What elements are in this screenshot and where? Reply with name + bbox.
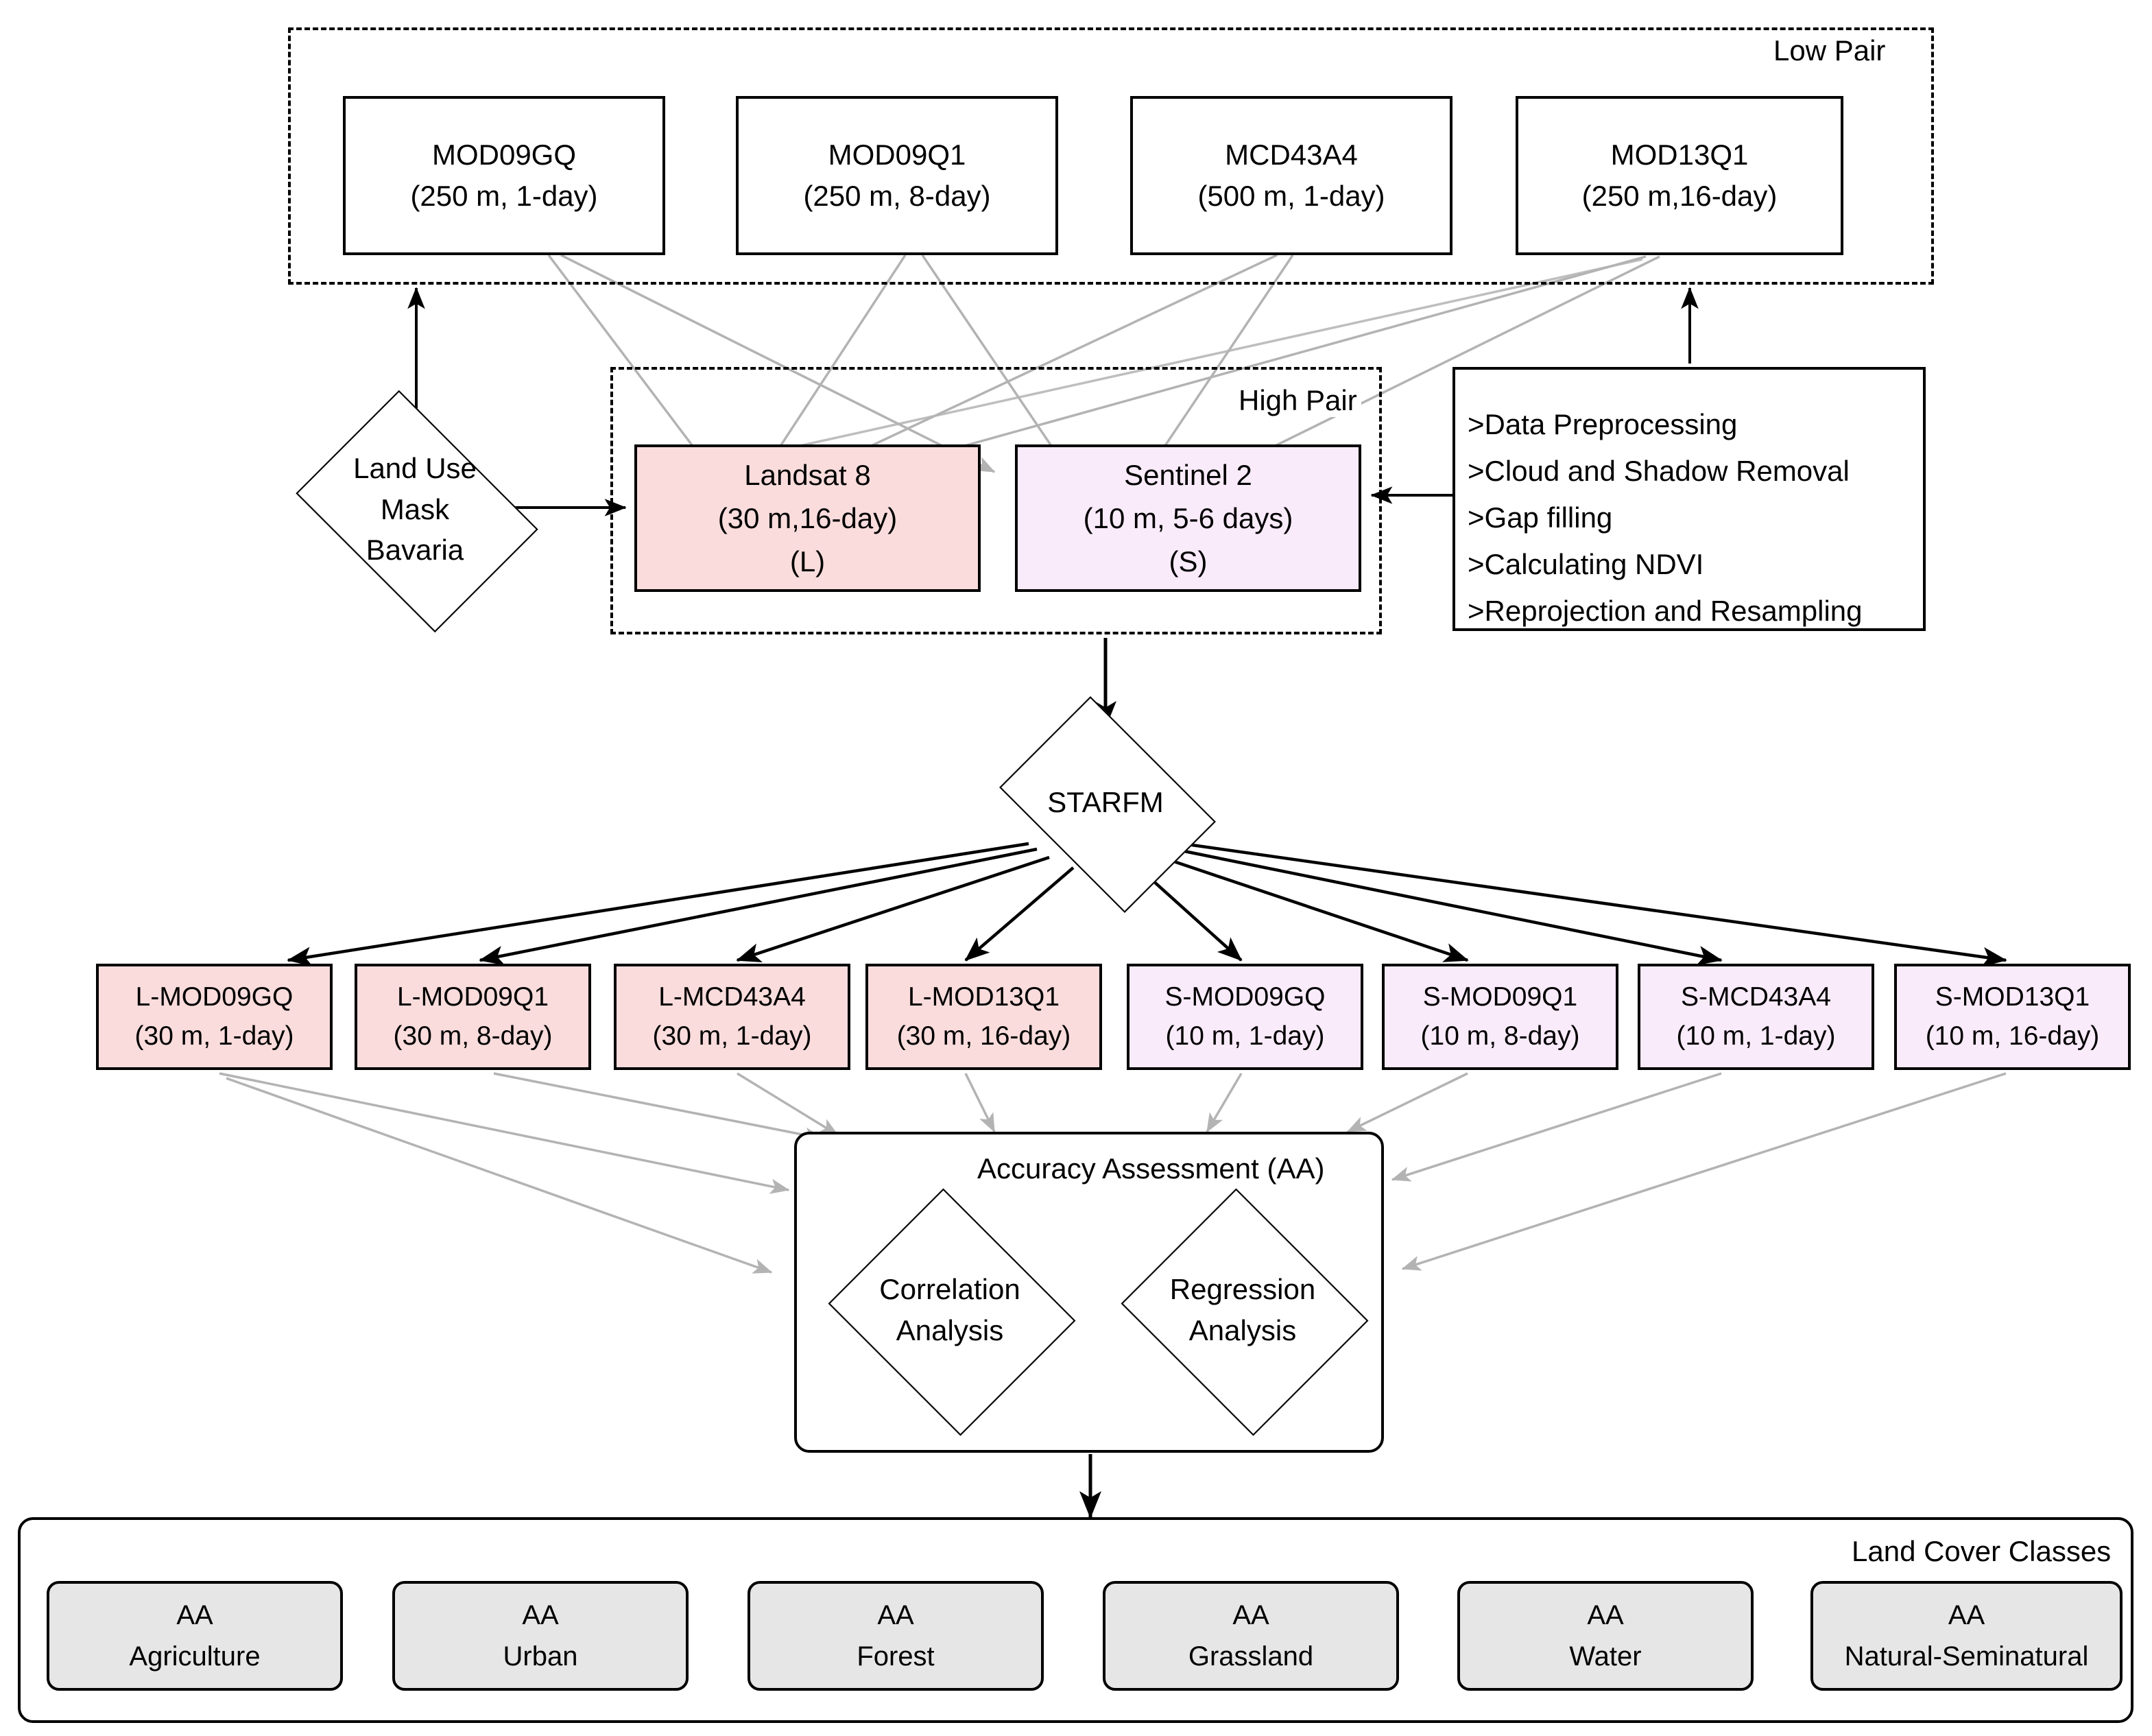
class-chip-agriculture[interactable]: AA Agriculture [47, 1581, 343, 1691]
class-chip-urban[interactable]: AA Urban [392, 1581, 689, 1691]
class-chip-water[interactable]: AA Water [1457, 1581, 1754, 1691]
preprocessing-box[interactable]: >Data Preprocessing >Cloud and Shadow Re… [1452, 367, 1926, 631]
correlation-analysis-diamond[interactable]: Correlation Analysis [820, 1188, 1080, 1436]
land-cover-classes-panel [18, 1517, 2133, 1723]
preprocessing-step-4: >Calculating NDVI [1468, 548, 1704, 581]
preprocessing-step-3: >Gap filling [1468, 501, 1613, 534]
output-spec: (30 m, 1-day) [652, 1021, 812, 1051]
source-box-mod09q1[interactable]: MOD09Q1 (250 m, 8-day) [736, 96, 1058, 255]
class-name: Urban [503, 1641, 578, 1672]
source-spec: (500 m, 1-day) [1197, 180, 1385, 212]
regression-analysis-label: Regression Analysis [1112, 1197, 1373, 1423]
low-pair-label: Low Pair [1769, 34, 1890, 67]
output-spec: (30 m, 16-day) [896, 1021, 1071, 1051]
mask-line-3: Bavaria [366, 534, 464, 567]
source-spec: (250 m, 8-day) [803, 180, 991, 212]
low-pair-group [288, 27, 1934, 285]
output-spec: (10 m, 16-day) [1925, 1021, 2100, 1051]
output-spec: (30 m, 1-day) [134, 1021, 294, 1051]
class-chip-forest[interactable]: AA Forest [748, 1581, 1044, 1691]
highpair-code: (S) [1169, 545, 1208, 578]
output-chip-l-mod13q1[interactable]: L-MOD13Q1 (30 m, 16-day) [865, 964, 1102, 1070]
source-name: MOD13Q1 [1610, 139, 1749, 171]
output-name: L-MOD09GQ [135, 982, 294, 1012]
output-name: S-MOD13Q1 [1935, 982, 2090, 1012]
output-spec: (30 m, 8-day) [393, 1021, 553, 1051]
preprocessing-step-2: >Cloud and Shadow Removal [1468, 455, 1850, 488]
output-name: S-MOD09GQ [1164, 982, 1326, 1012]
output-chip-l-mod09gq[interactable]: L-MOD09GQ (30 m, 1-day) [96, 964, 333, 1070]
class-name: Grassland [1188, 1641, 1314, 1672]
source-spec: (250 m, 1-day) [410, 180, 598, 212]
class-prefix: AA [877, 1600, 914, 1630]
class-prefix: AA [522, 1600, 559, 1630]
output-chip-s-mod09q1[interactable]: S-MOD09Q1 (10 m, 8-day) [1382, 964, 1618, 1070]
source-box-mod13q1[interactable]: MOD13Q1 (250 m,16-day) [1516, 96, 1843, 255]
starfm-diamond[interactable]: STARFM [982, 696, 1229, 913]
highpair-box-landsat8[interactable]: Landsat 8 (30 m,16-day) (L) [634, 444, 981, 592]
regression-analysis-diamond[interactable]: Regression Analysis [1112, 1188, 1373, 1436]
accuracy-assessment-title: Accuracy Assessment (AA) [977, 1152, 1325, 1185]
highpair-spec: (10 m, 5-6 days) [1083, 502, 1293, 534]
highpair-name: Sentinel 2 [1124, 459, 1252, 491]
source-box-mod09gq[interactable]: MOD09GQ (250 m, 1-day) [343, 96, 665, 255]
output-chip-s-mod13q1[interactable]: S-MOD13Q1 (10 m, 16-day) [1894, 964, 2131, 1070]
output-name: L-MCD43A4 [658, 982, 806, 1012]
output-spec: (10 m, 1-day) [1165, 1021, 1325, 1051]
class-prefix: AA [1232, 1600, 1269, 1630]
highpair-spec: (30 m,16-day) [717, 502, 898, 534]
class-chip-natural-seminatural[interactable]: AA Natural-Seminatural [1810, 1581, 2123, 1691]
output-name: L-MOD09Q1 [396, 982, 549, 1012]
analysis-line-2: Analysis [1188, 1314, 1297, 1346]
output-chip-l-mcd43a4[interactable]: L-MCD43A4 (30 m, 1-day) [614, 964, 850, 1070]
land-use-mask-diamond[interactable]: Land Use Mask Bavaria [278, 390, 552, 633]
preprocessing-step-1: >Data Preprocessing [1468, 408, 1738, 440]
land-use-mask-label: Land Use Mask Bavaria [278, 408, 552, 610]
high-pair-group [610, 367, 1382, 634]
source-name: MCD43A4 [1225, 139, 1358, 171]
output-name: L-MOD13Q1 [907, 982, 1060, 1012]
source-spec: (250 m,16-day) [1581, 180, 1778, 212]
source-box-mcd43a4[interactable]: MCD43A4 (500 m, 1-day) [1130, 96, 1452, 255]
preprocessing-step-5: >Reprojection and Resampling [1468, 595, 1863, 628]
highpair-box-sentinel2[interactable]: Sentinel 2 (10 m, 5-6 days) (S) [1015, 444, 1361, 592]
class-name: Agriculture [129, 1641, 261, 1672]
class-prefix: AA [1587, 1600, 1624, 1630]
output-chip-s-mod09gq[interactable]: S-MOD09GQ (10 m, 1-day) [1127, 964, 1363, 1070]
land-cover-classes-title: Land Cover Classes [1852, 1535, 2112, 1567]
starfm-label: STARFM [982, 713, 1229, 892]
starfm-text: STARFM [1047, 786, 1164, 819]
output-name: S-MOD09Q1 [1422, 982, 1578, 1012]
output-chip-l-mod09q1[interactable]: L-MOD09Q1 (30 m, 8-day) [355, 964, 591, 1070]
output-name: S-MCD43A4 [1681, 982, 1831, 1012]
highpair-name: Landsat 8 [744, 459, 871, 491]
analysis-line-1: Correlation [879, 1273, 1020, 1306]
source-name: MOD09GQ [431, 139, 577, 171]
class-name: Forest [857, 1641, 935, 1672]
class-chip-grassland[interactable]: AA Grassland [1103, 1581, 1399, 1691]
class-name: Water [1569, 1641, 1642, 1672]
class-prefix: AA [176, 1600, 213, 1630]
analysis-line-1: Regression [1169, 1273, 1316, 1306]
correlation-analysis-label: Correlation Analysis [820, 1197, 1080, 1423]
analysis-line-2: Analysis [896, 1314, 1004, 1346]
mask-line-2: Mask [380, 492, 450, 525]
highpair-code: (L) [789, 545, 826, 578]
mask-line-1: Land Use [353, 452, 477, 485]
class-prefix: AA [1948, 1600, 1985, 1630]
output-spec: (10 m, 1-day) [1676, 1021, 1836, 1051]
output-chip-s-mcd43a4[interactable]: S-MCD43A4 (10 m, 1-day) [1638, 964, 1874, 1070]
class-name: Natural-Seminatural [1844, 1641, 2089, 1672]
source-name: MOD09Q1 [828, 139, 966, 171]
output-spec: (10 m, 8-day) [1420, 1021, 1580, 1051]
high-pair-label: High Pair [1234, 384, 1361, 417]
